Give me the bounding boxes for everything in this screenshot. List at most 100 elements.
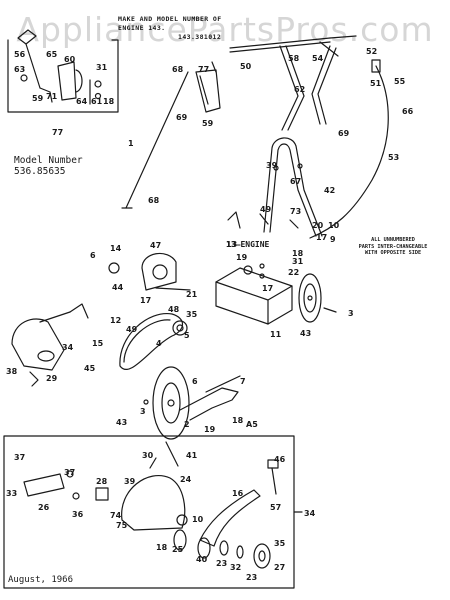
part-callout-wheel-5: 19 [204, 425, 216, 434]
part-callout-lower-21: 32 [230, 563, 241, 572]
part-callout-inset-2: 63 [14, 65, 25, 74]
part-callout-middle-15: 45 [84, 364, 96, 373]
part-callout-middle-24: 3 [348, 309, 354, 318]
part-callout-lower-1: 33 [6, 489, 17, 498]
part-callout-lower-8: 24 [180, 475, 192, 484]
part-callout-upper-23: 17 [316, 233, 327, 242]
part-callout-lower-24: 23 [246, 573, 257, 582]
header-line-3: 143.381012 [178, 33, 222, 41]
part-callout-upper-4: 1 [128, 139, 134, 148]
part-callout-middle-2: 47 [150, 241, 161, 250]
part-callout-middle-3: 44 [112, 283, 124, 292]
inset-bracket [57, 61, 77, 101]
part-callout-lower-0: 37 [14, 453, 25, 462]
part-callout-lower-22: 35 [274, 539, 286, 548]
part-callout-lower-10: 74 [110, 511, 122, 520]
part-callout-middle-21: 31 [292, 257, 304, 266]
part-callout-upper-13: 69 [338, 129, 350, 138]
lower-blade-guard [121, 475, 186, 531]
note-line-2: PARTS INTER-CHANGEABLE [358, 243, 428, 250]
part-callout-inset-0: 56 [14, 50, 26, 59]
part-callout-wheel-1: 7 [240, 377, 246, 386]
part-callout-wheel-3: 43 [116, 418, 127, 427]
header-line-1: MAKE AND MODEL NUMBER OF [118, 15, 222, 23]
part-callout-upper-6: 50 [240, 62, 252, 71]
part-callout-upper-12: 62 [294, 85, 305, 94]
note-line-3: WITH OPPOSITE SIDE [364, 250, 422, 256]
part-callout-inset-10: 77 [52, 128, 63, 137]
engine-deck [215, 267, 293, 301]
part-callout-middle-4: 21 [186, 290, 198, 299]
part-callout-lower-7: 41 [186, 451, 198, 460]
part-callout-middle-10: 5 [184, 331, 190, 340]
handle-clamp [195, 69, 221, 113]
part-callout-middle-11: 15 [92, 339, 104, 348]
model-number-block: Model Number 536.85635 [14, 155, 83, 177]
date-label: August, 1966 [8, 575, 74, 585]
part-callout-upper-15: 53 [388, 153, 399, 162]
part-callout-upper-14: 66 [402, 107, 414, 116]
part-callout-middle-8: 35 [186, 310, 198, 319]
part-callout-upper-8: 54 [312, 54, 324, 63]
part-callout-upper-21: 10 [328, 221, 340, 230]
upper-handle [229, 37, 331, 49]
part-callout-lower-12: 18 [156, 543, 168, 552]
part-callout-middle-19: 17 [262, 284, 273, 293]
part-callout-wheel-7: A5 [246, 420, 258, 429]
inset-washer [20, 74, 28, 82]
watermark: AppliancePartsPros.com [16, 10, 434, 49]
model-number-label: Model Number [14, 155, 83, 166]
part-callout-middle-6: 17 [140, 296, 151, 305]
part-callout-lower-20: 23 [216, 559, 227, 568]
part-callout-lower-19: 40 [196, 555, 208, 564]
part-callout-inset-8: 61 [91, 97, 103, 106]
throttle-cable [309, 65, 389, 239]
part-callout-upper-19: 49 [260, 205, 272, 214]
part-callout-inset-6: 64 [76, 97, 88, 106]
part-callout-middle-13: 38 [6, 367, 18, 376]
blade-guard [11, 318, 65, 371]
front-wheel [152, 366, 190, 440]
engine-label: 13—ENGINE [226, 240, 270, 249]
part-callout-middle-20: 18 [292, 249, 304, 258]
part-callout-middle-1: 6 [90, 251, 96, 260]
part-callout-inset-3: 59 [32, 94, 44, 103]
part-callout-upper-1: 77 [198, 65, 209, 74]
part-callout-upper-3: 59 [202, 119, 214, 128]
header-line-2: ENGINE 143. [118, 24, 166, 32]
part-callout-middle-16: 4 [156, 339, 162, 348]
shaft-part [23, 473, 65, 497]
handle-rod [125, 71, 189, 209]
part-callout-inset-7: 31 [96, 63, 108, 72]
part-callout-upper-22: 20 [312, 221, 324, 230]
part-callout-upper-16: 39 [266, 161, 278, 170]
arbor-shaft [199, 489, 261, 547]
part-callout-upper-20: 73 [290, 207, 301, 216]
part-callout-upper-7: 58 [288, 54, 300, 63]
part-callout-upper-10: 51 [370, 79, 382, 88]
note-line-1: ALL UNNUMBERED [371, 237, 415, 243]
part-callout-lower-6: 30 [142, 451, 154, 460]
part-callout-middle-5: 12 [110, 316, 121, 325]
part-callout-middle-9: 49 [126, 325, 138, 334]
part-callout-lower-18: 34 [304, 509, 316, 518]
part-callout-upper-18: 42 [324, 186, 335, 195]
part-callout-lower-2: 26 [38, 503, 50, 512]
part-callout-inset-9: 18 [103, 97, 115, 106]
part-callout-lower-23: 27 [274, 563, 285, 572]
gear-housing [141, 252, 177, 291]
part-callout-middle-22: 22 [288, 268, 299, 277]
part-callout-lower-15: 46 [274, 455, 286, 464]
drive-belt [119, 313, 184, 370]
part-callout-middle-18: 19 [236, 253, 248, 262]
part-callout-upper-11: 55 [394, 77, 406, 86]
part-callout-lower-3: 37 [64, 468, 75, 477]
rear-wheel [298, 273, 322, 323]
part-callout-upper-9: 52 [366, 47, 377, 56]
part-callout-lower-5: 28 [96, 477, 108, 486]
part-callout-lower-4: 36 [72, 510, 84, 519]
part-callout-middle-12: 34 [62, 343, 74, 352]
part-callout-middle-0: 14 [110, 244, 122, 253]
part-callout-lower-17: 57 [270, 503, 281, 512]
part-callout-lower-14: 10 [192, 515, 204, 524]
